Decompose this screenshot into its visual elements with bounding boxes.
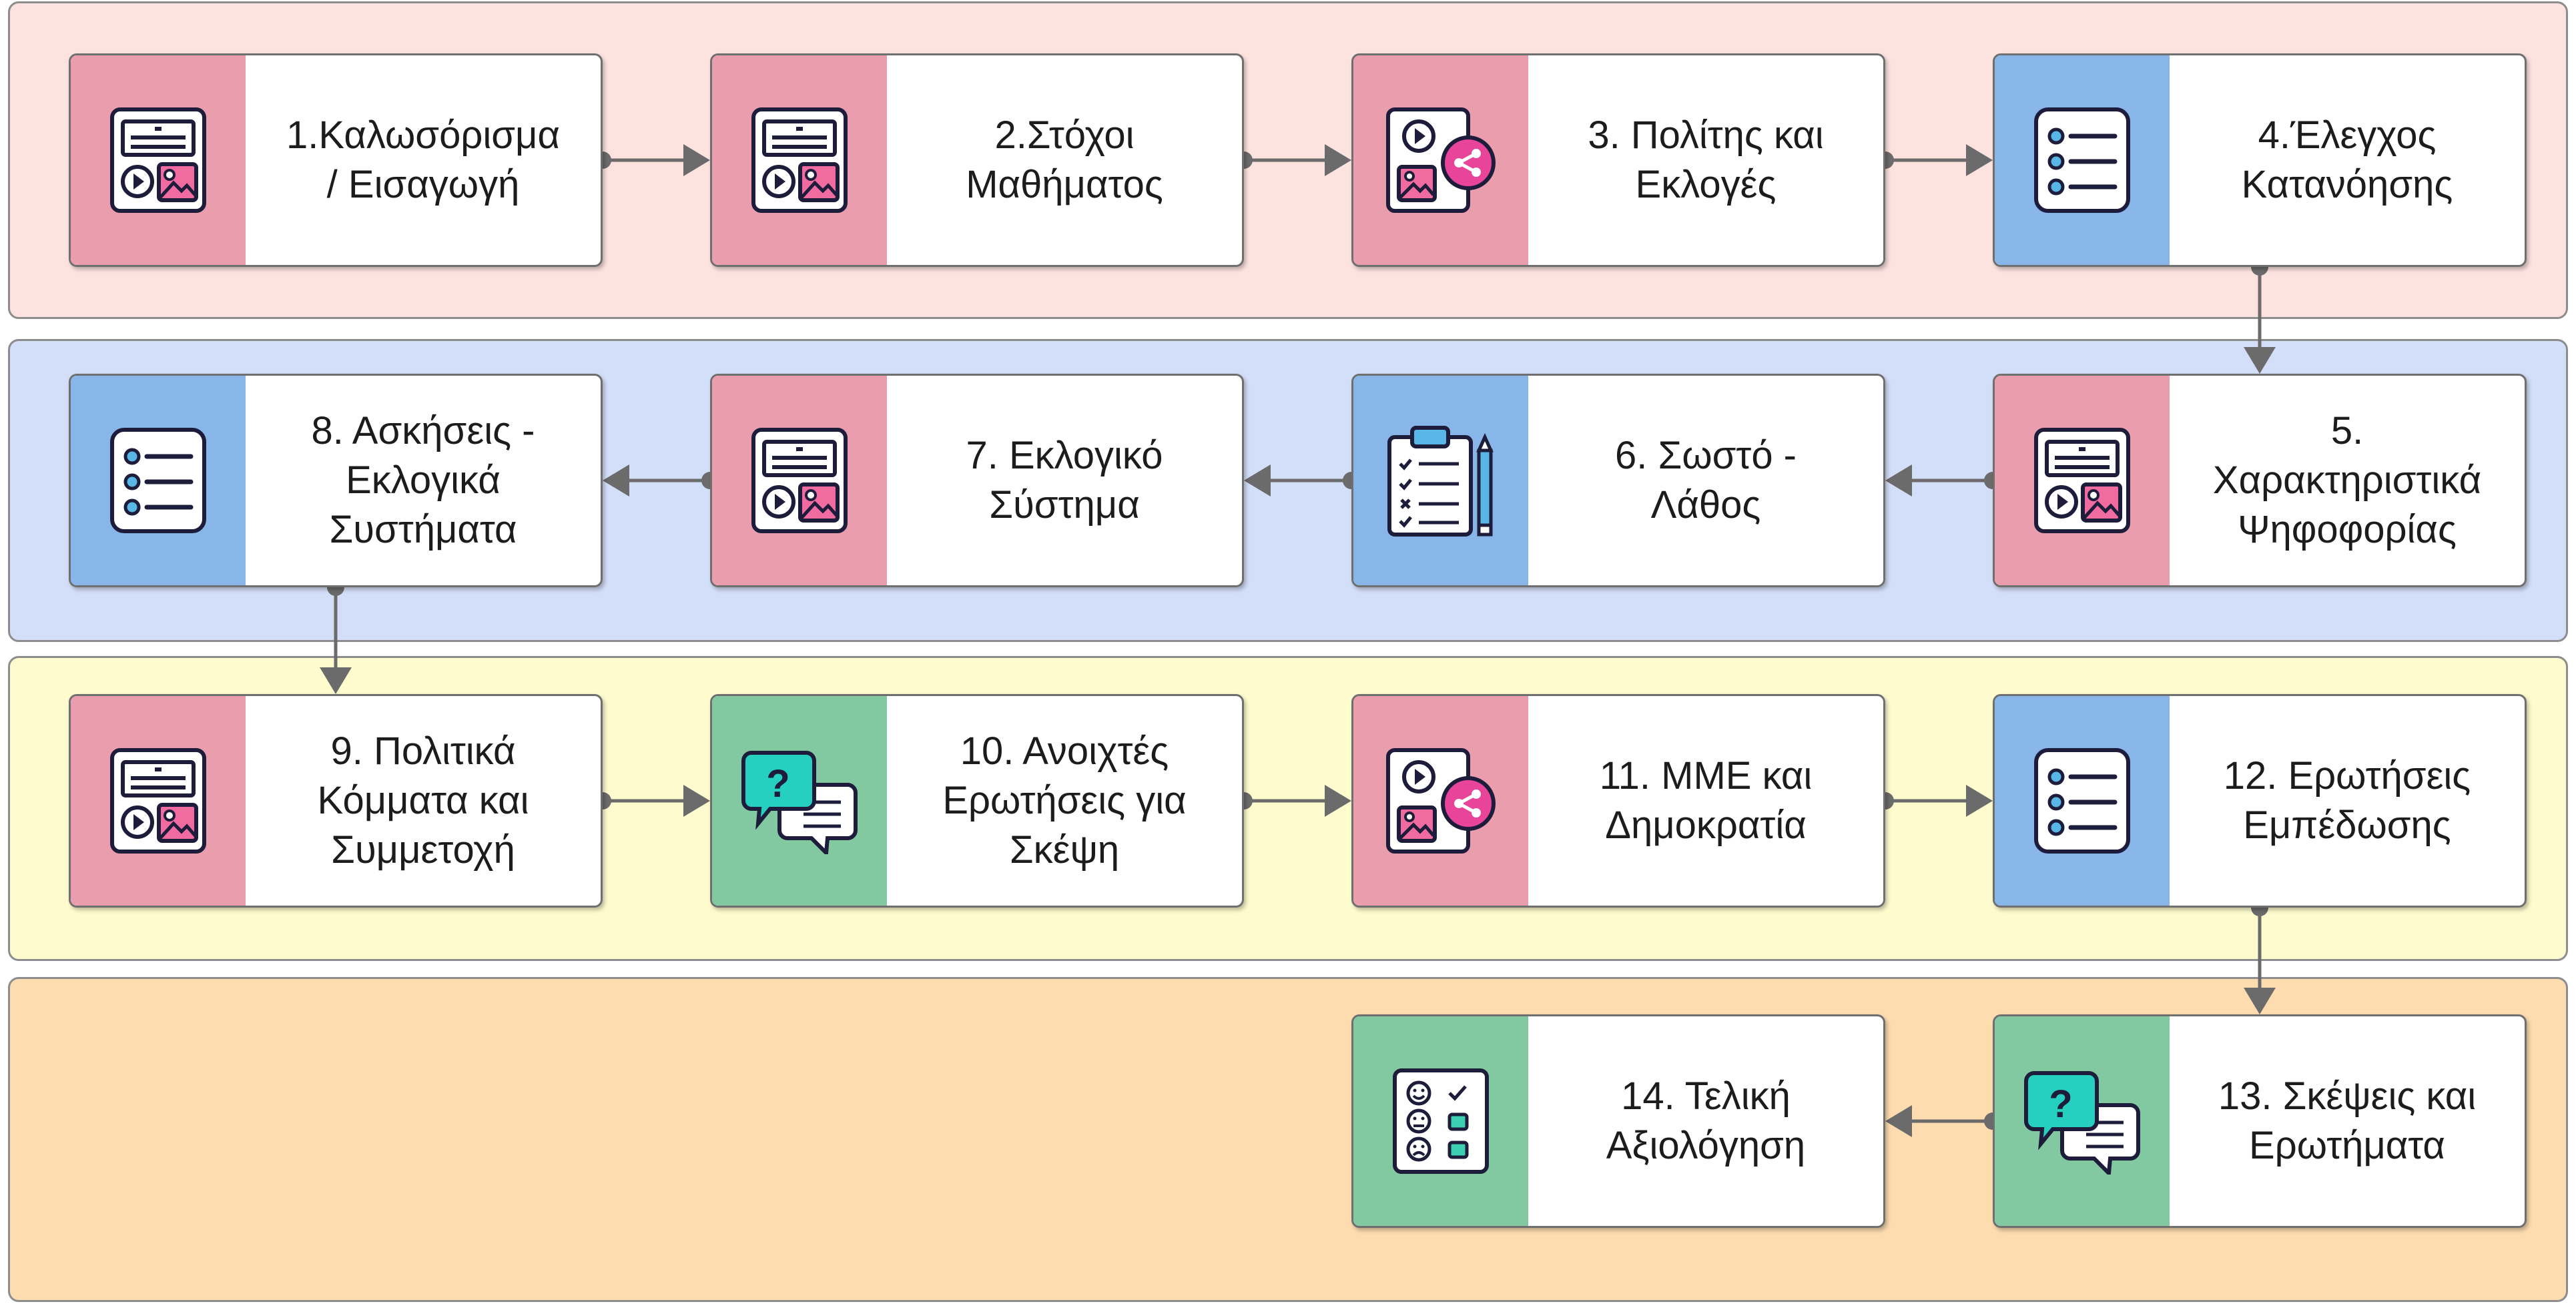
step-card-6[interactable]: 6. Σωστό - Λάθος <box>1351 374 1885 587</box>
step-label: 13. Σκέψεις και Ερωτήματα <box>2218 1074 2477 1167</box>
arrow-4-to-5 <box>2244 258 2276 374</box>
step-icon-panel <box>1995 55 2170 265</box>
step-label: 3. Πολίτης και Εκλογές <box>1588 113 1824 206</box>
step-icon-panel <box>71 376 246 585</box>
media-share-icon <box>1384 107 1498 214</box>
media-layout-icon <box>108 107 208 214</box>
step-icon-panel <box>1995 696 2170 906</box>
step-label: 10. Ανοιχτές Ερωτήσεις για Σκέψη <box>942 729 1187 872</box>
step-label: 8. Ασκήσεις - Εκλογικά Συστήματα <box>311 409 535 551</box>
arrow-row2-3 <box>1885 464 2001 497</box>
list-icon <box>2032 747 2132 854</box>
step-card-3[interactable]: 3. Πολίτης και Εκλογές <box>1351 53 1885 267</box>
step-card-1[interactable]: 1.Καλωσόρισμα / Εισαγωγή <box>69 53 603 267</box>
step-card-5[interactable]: 5. Χαρακτηριστικά Ψηφοφορίας <box>1993 374 2527 587</box>
step-icon-panel <box>1353 55 1528 265</box>
step-label: 11. ΜΜΕ και Δημοκρατία <box>1599 754 1813 847</box>
step-card-13[interactable]: ? 13. Σκέψεις και Ερωτήματα <box>1993 1014 2527 1228</box>
step-label: 12. Ερωτήσεις Εμπέδωσης <box>2223 754 2471 847</box>
media-share-icon <box>1384 747 1498 854</box>
step-label: 14. Τελική Αξιολόγηση <box>1606 1074 1806 1167</box>
step-icon-panel <box>1995 376 2170 585</box>
arrow-2-to-3 <box>1235 144 1351 176</box>
arrow-row2-1 <box>603 464 719 497</box>
arrow-1-to-2 <box>594 144 710 176</box>
svg-text:?: ? <box>766 762 789 805</box>
arrow-row3-2 <box>1877 785 1993 817</box>
step-label: 2.Στόχοι Μαθήματος <box>966 113 1163 206</box>
arrow-3-to-4 <box>1877 144 1993 176</box>
step-icon-panel <box>712 55 887 265</box>
step-card-12[interactable]: 12. Ερωτήσεις Εμπέδωσης <box>1993 694 2527 908</box>
step-icon-panel: ? <box>712 696 887 906</box>
media-layout-icon <box>749 107 850 214</box>
list-icon <box>108 427 208 534</box>
arrow-row3-1 <box>1235 785 1351 817</box>
step-card-10[interactable]: ? 10. Ανοιχτές Ερωτήσεις για Σκέψη <box>710 694 1244 908</box>
step-label: 9. Πολιτικά Κόμματα και Συμμετοχή <box>317 729 529 872</box>
arrow-13-to-14 <box>1885 1105 2001 1137</box>
chat-question-icon: ? <box>739 747 860 854</box>
media-layout-icon <box>749 427 850 534</box>
step-icon-panel <box>1353 376 1528 585</box>
svg-text:?: ? <box>2049 1082 2072 1126</box>
clipboard-checklist-icon <box>1384 424 1498 537</box>
list-icon <box>2032 107 2132 214</box>
media-layout-icon <box>108 747 208 854</box>
step-card-8[interactable]: 8. Ασκήσεις - Εκλογικά Συστήματα <box>69 374 603 587</box>
step-card-4[interactable]: 4.Έλεγχος Κατανόησης <box>1993 53 2527 267</box>
step-card-2[interactable]: 2.Στόχοι Μαθήματος <box>710 53 1244 267</box>
step-icon-panel <box>1353 1016 1528 1226</box>
step-icon-panel <box>1353 696 1528 906</box>
arrow-8-to-9 <box>320 579 352 694</box>
step-icon-panel <box>712 376 887 585</box>
arrow-row3-0 <box>594 785 710 817</box>
step-icon-panel: ? <box>1995 1016 2170 1226</box>
step-card-9[interactable]: 9. Πολιτικά Κόμματα και Συμμετοχή <box>69 694 603 908</box>
step-label: 5. Χαρακτηριστικά Ψηφοφορίας <box>2212 409 2482 551</box>
arrow-12-to-13 <box>2244 899 2276 1014</box>
step-icon-panel <box>71 55 246 265</box>
chat-question-icon: ? <box>2022 1068 2142 1175</box>
step-label: 1.Καλωσόρισμα / Εισαγωγή <box>286 113 560 206</box>
step-card-14[interactable]: 14. Τελική Αξιολόγηση <box>1351 1014 1885 1228</box>
media-layout-icon <box>2032 427 2132 534</box>
step-card-11[interactable]: 11. ΜΜΕ και Δημοκρατία <box>1351 694 1885 908</box>
step-card-7[interactable]: 7. Εκλογικό Σύστημα <box>710 374 1244 587</box>
step-label: 6. Σωστό - Λάθος <box>1614 434 1797 527</box>
feedback-survey-icon <box>1391 1068 1491 1175</box>
step-label: 4.Έλεγχος Κατανόησης <box>2241 113 2453 206</box>
arrow-row2-2 <box>1244 464 1360 497</box>
step-icon-panel <box>71 696 246 906</box>
step-label: 7. Εκλογικό Σύστημα <box>966 434 1163 527</box>
